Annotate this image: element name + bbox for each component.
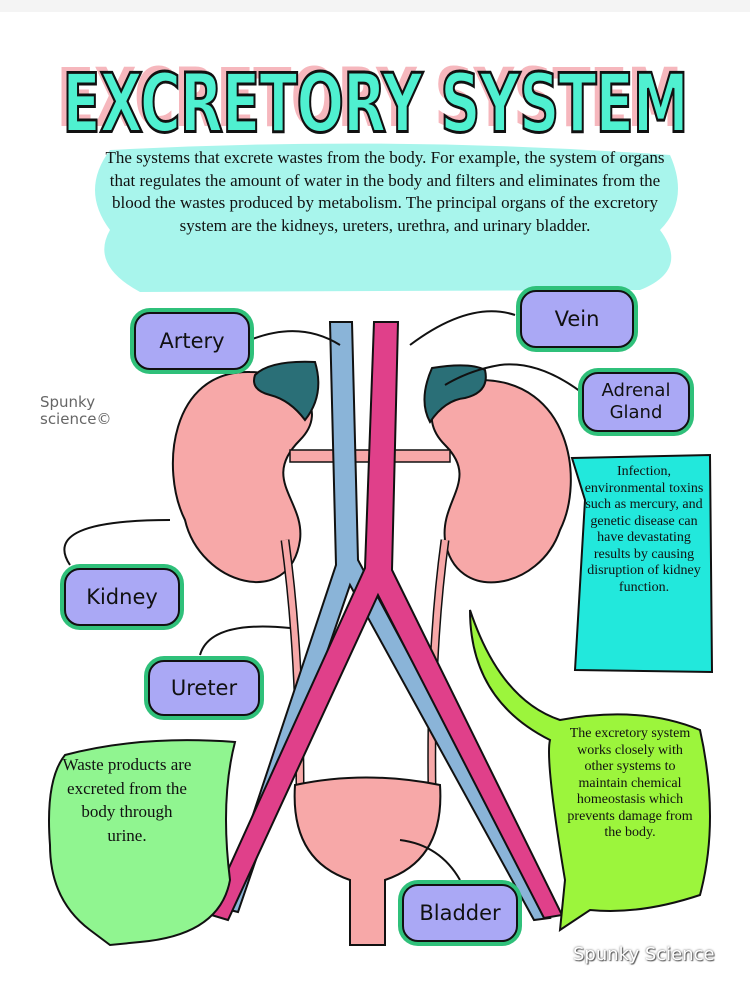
pointer-arrows [63,310,586,881]
infection-note-background [570,453,714,674]
right-adrenal-gland [423,364,487,424]
homeostasis-note: The excretory system works closely with … [567,726,693,840]
description-background [95,143,678,292]
waste-note: Waste products are excreted from the bod… [62,755,192,845]
description: The systems that excrete wastes from the… [105,148,665,235]
label-kidney: Kidney [64,568,180,626]
page-title: EXCRETORY SYSTEM [61,57,689,152]
label-adrenal-gland: Adrenal Gland [582,372,690,432]
footer-brand: Spunky Science [573,944,715,965]
ureter-pointer [199,625,291,656]
watermark: Spunky science© [40,393,112,428]
homeostasis-note-background [469,609,711,933]
label-ureter: Ureter [148,660,260,716]
top-bar [0,0,750,12]
vein [206,321,564,922]
label-bladder: Bladder [402,884,518,942]
kidney-pointer [63,519,171,566]
label-vein: Vein [520,290,634,348]
infection-note: Infection, environmental toxins such as … [584,464,704,595]
artery-pointer [249,330,341,346]
bladder-pointer [399,839,461,881]
right-kidney [430,378,572,584]
bladder [293,776,442,946]
vein-pointer [409,310,516,346]
left-adrenal-gland [253,360,320,422]
waste-note-background [48,739,237,947]
adrenal-pointer [444,363,586,396]
label-artery: Artery [134,312,250,370]
